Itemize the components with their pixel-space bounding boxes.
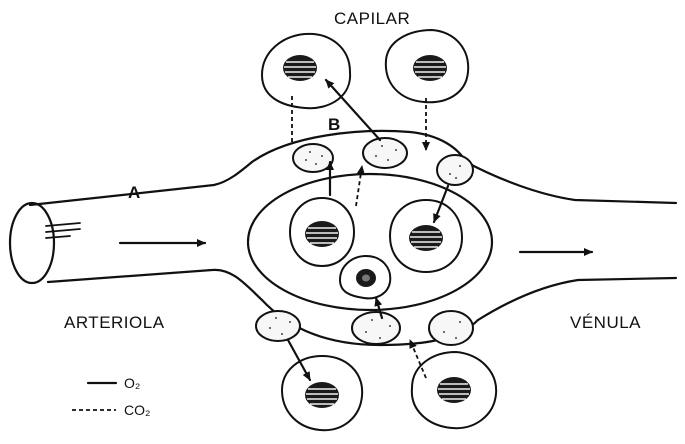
rbc-bottom-left bbox=[256, 311, 300, 341]
venule-upper-wall bbox=[466, 162, 676, 203]
rbc-bottom-center bbox=[352, 312, 400, 344]
legend-co2-label: CO₂ bbox=[124, 402, 150, 418]
venule bbox=[466, 162, 676, 320]
arteriole-shade-line bbox=[46, 229, 80, 232]
tissue-cell-top-right bbox=[386, 30, 468, 102]
label-capilar: CAPILAR bbox=[334, 9, 410, 28]
arteriole-upper-wall bbox=[30, 162, 252, 205]
rbc-top-left bbox=[293, 144, 333, 172]
arteriole-shade-line bbox=[46, 236, 70, 238]
tissue-cell-top-left bbox=[262, 34, 350, 108]
label-b: B bbox=[328, 115, 340, 134]
legend: O₂ CO₂ bbox=[72, 375, 150, 418]
arteriole-lower-wall bbox=[48, 270, 262, 300]
inner-cell-right bbox=[390, 200, 462, 272]
arteriole-opening bbox=[10, 203, 54, 283]
tissue-cell-bottom-right bbox=[412, 352, 496, 428]
capillary-outer-wall-top bbox=[252, 131, 466, 162]
rbc-bottom-right bbox=[429, 311, 473, 345]
rbc-top-center bbox=[363, 138, 407, 168]
label-venula: VÉNULA bbox=[570, 313, 641, 332]
label-a: A bbox=[128, 183, 140, 202]
legend-o2-label: O₂ bbox=[124, 375, 140, 391]
co2-arrow bbox=[356, 166, 362, 206]
rbc-top-right bbox=[437, 155, 473, 185]
inner-cell-center bbox=[340, 256, 390, 298]
label-arteriola: ARTERIOLA bbox=[64, 313, 165, 332]
inner-cell-left bbox=[290, 198, 354, 266]
tissue-cell-bottom-left bbox=[282, 356, 362, 430]
